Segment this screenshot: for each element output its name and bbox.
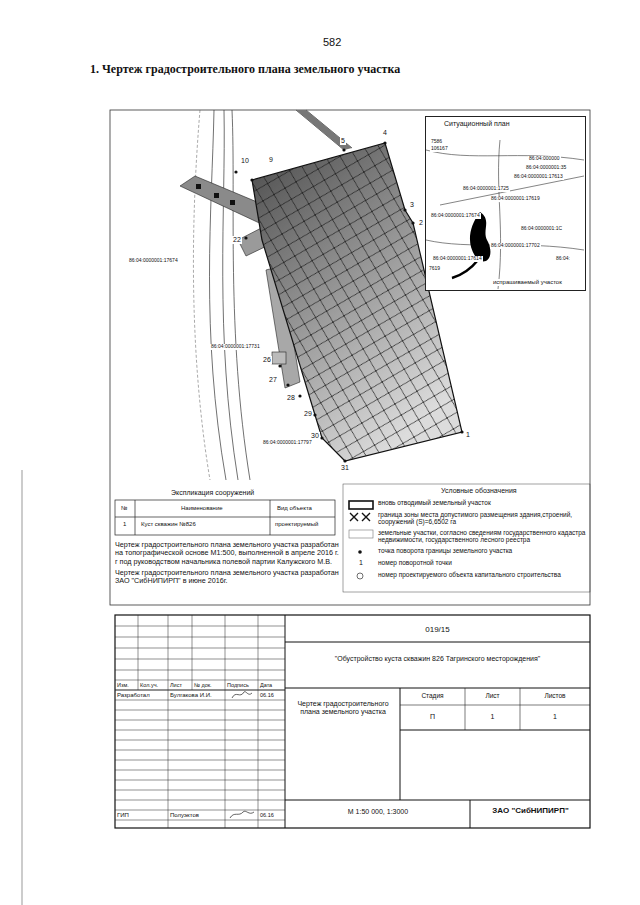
table-cell: 1	[122, 521, 127, 528]
point-number: 28	[286, 394, 296, 402]
stamp-header: Изм.	[117, 682, 129, 688]
inset-label: 7619	[428, 266, 441, 272]
inset-label: 86:04:0000001:1725	[462, 186, 510, 192]
page-number: 582	[322, 36, 342, 49]
legend-text: номер проектируемого объекта капитальног…	[378, 571, 586, 578]
company-name: ЗАО "СибНИПИРП"	[473, 806, 588, 815]
cadastral-number: 86:04:0000001:17797	[262, 440, 313, 446]
legend-text: граница зоны места допустимого размещени…	[378, 511, 586, 526]
point-number: 22	[232, 236, 242, 244]
cadastral-number: 86:04:0000001:17674	[128, 258, 179, 264]
inset-label: 7586	[430, 139, 443, 145]
table-cell: №	[120, 505, 128, 512]
stamp-role: ГИП	[117, 812, 129, 819]
inset-label: испрашиваемый участок	[492, 279, 563, 286]
stamp-name: Булгакова И.И.	[170, 692, 212, 699]
stamp-date: 06.16	[260, 692, 274, 698]
inset-label: 106167	[430, 146, 449, 152]
legend-sample	[348, 547, 374, 557]
point-number: 4	[382, 129, 388, 137]
legend-sample	[348, 512, 374, 522]
note: Чертеж градостроительного плана земельно…	[115, 541, 340, 566]
sheet-code: 019/15	[290, 625, 585, 634]
point-number: 31	[340, 464, 350, 472]
stamp-header: Листов	[522, 692, 588, 699]
stamp-header: Лист	[467, 692, 518, 699]
point-number: 9	[268, 156, 274, 164]
stamp-role: Разработал	[117, 692, 150, 699]
point-number: 26	[262, 356, 272, 364]
point-number: 1	[465, 431, 471, 439]
inset-label: 86:04:0000001:17619	[490, 196, 541, 202]
inset-label: 86:04:0000001:35	[525, 165, 567, 171]
inset-label: 86:04:000000	[528, 156, 561, 162]
drawing-title: Чертеж градостроительного плана земельно…	[289, 700, 397, 716]
point-number: 29	[303, 410, 313, 418]
stamp-value: П	[402, 713, 463, 721]
point-number: 2	[418, 219, 424, 227]
project-title: "Обустройство куста скважин 826 Тагринск…	[290, 655, 585, 663]
stamp-header: Лист	[170, 682, 182, 688]
point-number: 10	[240, 157, 250, 165]
cadastral-number: 86:04:0000001:17731	[210, 344, 261, 350]
table-cell: Наименование	[180, 505, 224, 512]
legend-text: номер поворотной точки	[378, 559, 586, 566]
stamp-date: 06.16	[260, 812, 274, 818]
point-number: 5	[340, 137, 346, 145]
inset-label: 86:04:0000001:17614	[432, 256, 483, 262]
stamp-header: Дата	[260, 682, 272, 688]
table-cell: Куст скважин №826	[140, 521, 197, 528]
legend-text: точка поворота границы земельного участк…	[378, 547, 586, 554]
legend-sample	[348, 529, 374, 539]
legend-text: земельные участки, согласно сведениям го…	[378, 529, 586, 544]
inset-label: 86:04:0000001:17674	[430, 213, 481, 219]
inset-label: 86:04:0000001:17613	[513, 174, 564, 180]
legend-text: вновь отводимый земельный участок	[378, 499, 586, 506]
legend-sample	[348, 500, 374, 510]
inset-plan-frame: Ситуационный план	[425, 116, 586, 291]
inset-label: 86:04:	[555, 256, 571, 262]
stamp-header: № док.	[194, 682, 212, 688]
stamp-header: Кол.уч.	[140, 682, 158, 688]
stamp-value: 1	[522, 713, 588, 721]
legend-sample-number: 1	[358, 559, 364, 567]
note: Чертеж градостроительного плана земельно…	[115, 569, 340, 586]
point-number: 30	[310, 432, 320, 440]
inset-heading: Ситуационный план	[426, 117, 585, 127]
legend-sample	[348, 571, 374, 581]
table-cell: проектируемый	[274, 521, 319, 528]
stamp-header: Подпись	[227, 682, 249, 688]
stamp-value: 1	[467, 713, 518, 721]
legend-title: Условные обозначения	[440, 487, 518, 495]
scale: М 1:50 000, 1:3000	[289, 808, 467, 816]
table-title: Экспликация сооружений	[170, 489, 255, 497]
stamp-name: Полуэктов	[170, 812, 199, 819]
inset-label: 86:04:0000001:1C	[520, 226, 563, 232]
point-number: 27	[268, 376, 278, 384]
inset-label: 86:04:0000001:17702	[490, 243, 541, 249]
table-cell: Вид объекта	[276, 505, 313, 512]
page-heading: 1. Чертеж градостроительного плана земел…	[90, 62, 400, 77]
stamp-header: Стадия	[402, 692, 463, 699]
point-number: 3	[409, 201, 415, 209]
